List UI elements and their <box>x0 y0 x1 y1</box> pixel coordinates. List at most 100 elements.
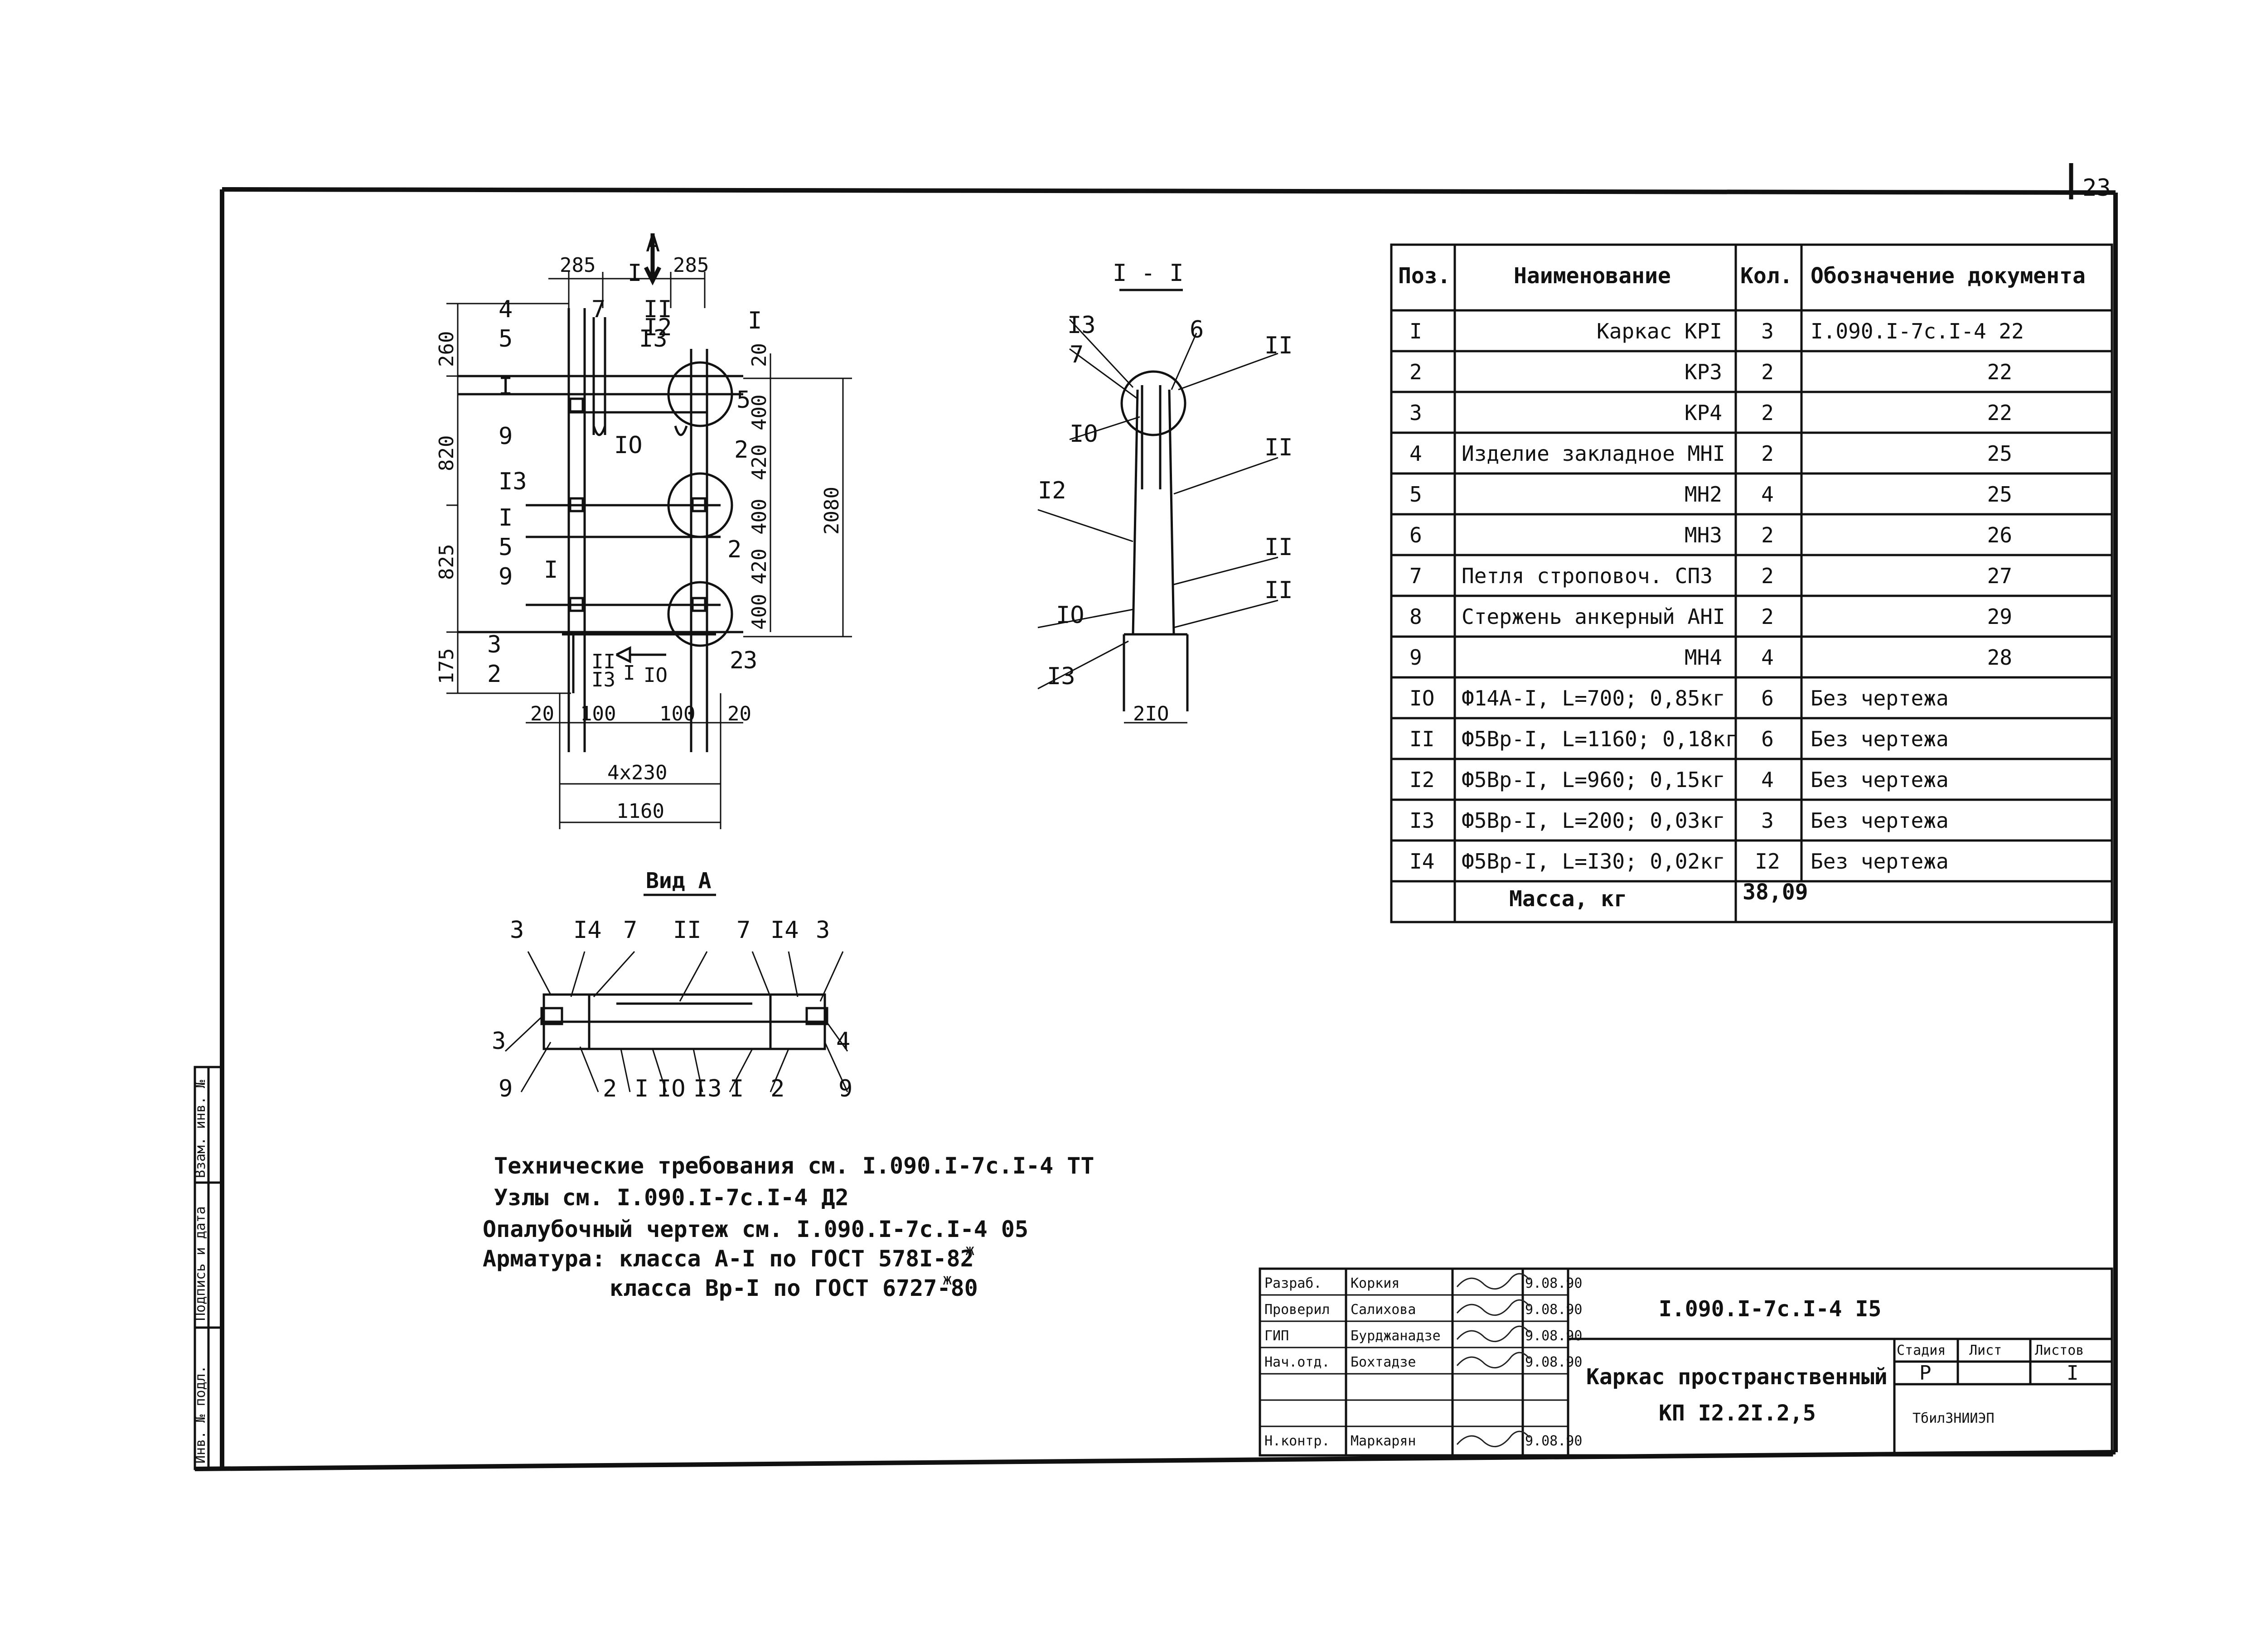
spec-cell-name: Ф5Вр-I, L=I30; 0,02кг <box>1462 849 1725 874</box>
spec-cell-pos: 8 <box>1409 604 1422 629</box>
sheet-header: Лист <box>1969 1343 2002 1358</box>
view-a-label-top: 3 <box>510 917 524 944</box>
spec-cell-name: КР4 <box>1685 401 1722 425</box>
dim-bottom-3: 100 <box>659 702 695 725</box>
note-line: Узлы см. I.090.I-7с.I-4 Д2 <box>494 1184 849 1211</box>
spec-cell-doc: 28 <box>1987 645 2012 670</box>
dim-right-3: 420 <box>748 444 771 480</box>
side-stamp-replacement: Взам. инв. № <box>193 1080 208 1178</box>
tb-name: Бохтадзе <box>1351 1354 1416 1370</box>
dim-right-2: 400 <box>748 395 771 430</box>
view-a-label-bottom: I3 <box>693 1075 722 1102</box>
spec-header-pos: Поз. <box>1398 263 1451 289</box>
spec-total-value: 38,09 <box>1743 879 1808 905</box>
sheet-number: 23 <box>2082 174 2111 202</box>
tb-date: 9.08.90 <box>1525 1433 1582 1449</box>
note-superscript: ж <box>965 1241 974 1259</box>
view-a-label-bottom: 9 <box>838 1075 852 1102</box>
tb-date: 9.08.90 <box>1525 1275 1582 1291</box>
view-a-label-top: 3 <box>816 917 830 944</box>
dim-left-3: 825 <box>435 544 458 580</box>
pos-label: 2 <box>727 536 741 563</box>
spec-cell-name: Стержень анкерный АНI <box>1462 604 1725 629</box>
stage-header: Стадия <box>1897 1343 1946 1358</box>
pos-label: 5 <box>736 386 750 414</box>
spec-cell-doc: 26 <box>1987 523 2012 547</box>
view-a-label-bottom: 3 <box>492 1028 506 1055</box>
spec-cell-pos: II <box>1409 727 1434 751</box>
spec-cell-pos: 7 <box>1409 564 1422 588</box>
spec-cell-doc: Без чертежа <box>1811 808 1949 833</box>
pos-label: II <box>644 296 672 323</box>
sec-label: IO <box>1070 420 1098 448</box>
spec-cell-doc: 25 <box>1987 441 2012 466</box>
view-a-label-bottom: IO <box>657 1075 686 1102</box>
sec-label: II <box>1264 577 1293 604</box>
tb-date: 9.08.90 <box>1525 1302 1582 1318</box>
sec-label: II <box>1264 534 1293 561</box>
spec-cell-doc: Без чертежа <box>1811 686 1949 710</box>
spec-cell-pos: IO <box>1409 686 1434 710</box>
view-a-label-bottom: I <box>730 1075 744 1102</box>
spec-cell-name: Ф5Вр-I, L=960; 0,15кг <box>1462 768 1725 792</box>
spec-cell-doc: Без чертежа <box>1811 727 1949 751</box>
sec-label: I3 <box>1047 663 1075 690</box>
pos-label: I <box>623 662 635 685</box>
spec-cell-doc: 22 <box>1987 360 2012 384</box>
pos-label: 9 <box>499 423 513 450</box>
spec-cell-pos: 3 <box>1409 401 1422 425</box>
spec-cell-qty: 3 <box>1761 808 1774 833</box>
section-view: I - I I3 7 6 II IO I2 II II II IO I3 2IO <box>1037 260 1293 725</box>
spec-cell-qty: 4 <box>1761 482 1774 507</box>
spec-cell-name: Каркас КРI <box>1597 319 1722 343</box>
spec-cell-pos: I4 <box>1409 849 1434 874</box>
pos-label: 2 <box>487 661 501 688</box>
document-mark: КП I2.2I.2,5 <box>1659 1401 1816 1426</box>
signature-mark <box>1456 1325 1530 1342</box>
sec-label: II <box>1264 332 1293 359</box>
dim-bottom-2: 100 <box>580 702 616 725</box>
pos-label: 2 <box>730 647 744 674</box>
spec-cell-qty: 2 <box>1761 401 1774 425</box>
pos-label: I <box>544 556 558 584</box>
view-a: Вид А 3 I4 7 II 7 I4 3 3 9 2 I <box>492 868 852 1102</box>
dim-bottom-5: 4x230 <box>607 761 667 784</box>
spec-cell-doc: 22 <box>1987 401 2012 425</box>
sec-label: 7 <box>1070 341 1084 368</box>
spec-cell-name: МН2 <box>1685 482 1722 507</box>
pos-label: 3 <box>743 647 757 674</box>
spec-table: Поз. Наименование Кол. Обозначение докум… <box>1390 243 2113 923</box>
side-stamp-signature: Подпись и дата <box>193 1206 208 1321</box>
sec-dim: 2IO <box>1133 702 1169 725</box>
view-arrow-letter: А <box>646 230 660 257</box>
view-a-label-bottom: I <box>634 1075 649 1102</box>
tb-role: ГИП <box>1264 1328 1289 1344</box>
dim-right-5: 420 <box>748 549 771 584</box>
spec-cell-pos: 4 <box>1409 441 1422 466</box>
stage-value: Р <box>1919 1362 1932 1385</box>
spec-cell-name: МН4 <box>1685 645 1722 670</box>
spec-cell-name: Петля строповоч. СП3 <box>1462 564 1713 588</box>
spec-cell-doc: I.090.I-7с.I-4 22 <box>1811 319 2024 343</box>
dim-bottom-total: 1160 <box>616 800 664 823</box>
pos-label: II <box>591 650 615 673</box>
document-code: I.090.I-7с.I-4 I5 <box>1659 1296 1881 1322</box>
dim-top-2: 285 <box>673 254 709 277</box>
pos-label: I3 <box>591 668 615 691</box>
spec-cell-pos: 2 <box>1409 360 1422 384</box>
dim-right-total: 2080 <box>820 487 843 535</box>
sec-label: 6 <box>1190 316 1204 343</box>
spec-cell-doc: 27 <box>1987 564 2012 588</box>
dim-right-4: 400 <box>748 499 771 535</box>
note-superscript: ж <box>943 1270 952 1289</box>
side-stamp-inv: Инв. № подл. <box>193 1365 208 1464</box>
pos-label: I2 <box>644 314 672 341</box>
side-stamp: Инв. № подл. Подпись и дата Взам. инв. № <box>193 1066 223 1470</box>
view-a-label-top: 7 <box>736 917 750 944</box>
note-line: Арматура: класса А-I по ГОСТ 578I-82 <box>483 1246 974 1272</box>
pos-label: I <box>499 373 513 400</box>
spec-cell-qty: 4 <box>1761 768 1774 792</box>
tb-date: 9.08.90 <box>1525 1328 1582 1344</box>
